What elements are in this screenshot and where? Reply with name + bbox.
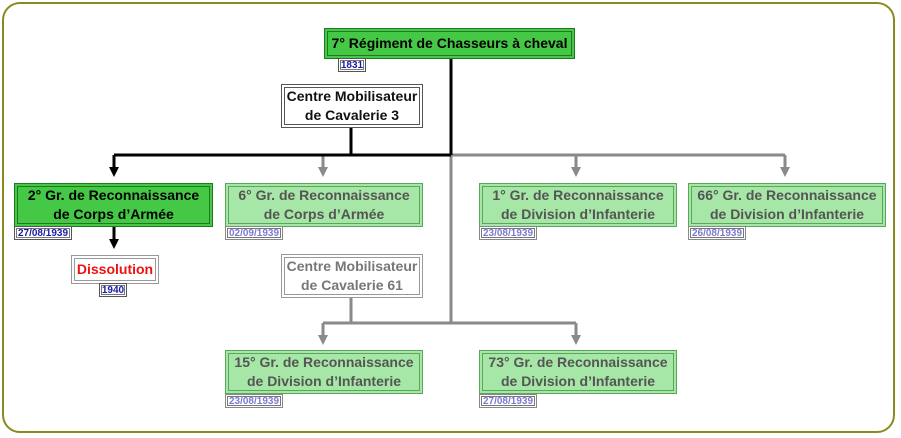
node-dissolution-label: Dissolution <box>76 261 154 277</box>
node-cmc3-label: Centre Mobilisateur de Cavalerie 3 <box>286 88 418 123</box>
date-dissolution-text: 1940 <box>101 284 125 296</box>
date-gr6-text: 02/09/1939 <box>228 227 280 239</box>
date-gr66: 26/08/1939 <box>688 226 746 240</box>
node-gr15: 15° Gr. de Reconnaissance de Division d’… <box>225 350 423 394</box>
node-gr15-label: 15° Gr. de Reconnaissance de Division d’… <box>234 354 414 389</box>
date-gr6: 02/09/1939 <box>225 226 283 240</box>
date-gr15: 23/08/1939 <box>225 394 283 408</box>
date-gr73-text: 27/08/1939 <box>482 395 534 407</box>
node-dissolution: Dissolution <box>71 255 159 284</box>
date-gr2-text: 27/08/1939 <box>17 227 69 239</box>
date-regiment: 1831 <box>338 58 366 72</box>
date-gr66-text: 26/08/1939 <box>691 227 743 239</box>
node-cmc3: Centre Mobilisateur de Cavalerie 3 <box>281 84 423 128</box>
node-gr66-label: 66° Gr. de Reconnaissance de Division d’… <box>697 187 877 222</box>
date-gr1: 23/08/1939 <box>479 226 537 240</box>
node-gr2-label: 2° Gr. de Reconnaissance de Corps d’Armé… <box>27 187 200 222</box>
node-gr6-label: 6° Gr. de Reconnaissance de Corps d’Armé… <box>238 187 410 222</box>
node-gr1: 1° Gr. de Reconnaissance de Division d’I… <box>479 183 677 227</box>
date-gr2: 27/08/1939 <box>14 226 72 240</box>
node-regiment: 7° Régiment de Chasseurs à cheval <box>324 28 575 59</box>
node-gr73-label: 73° Gr. de Reconnaissance de Division d’… <box>488 354 668 389</box>
node-cmc61-label: Centre Mobilisateur de Cavalerie 61 <box>286 258 418 293</box>
node-cmc61: Centre Mobilisateur de Cavalerie 61 <box>281 254 423 298</box>
node-gr66: 66° Gr. de Reconnaissance de Division d’… <box>688 183 886 227</box>
node-gr2: 2° Gr. de Reconnaissance de Corps d’Armé… <box>14 183 213 227</box>
node-gr1-label: 1° Gr. de Reconnaissance de Division d’I… <box>492 187 664 222</box>
date-dissolution: 1940 <box>99 283 127 297</box>
node-gr6: 6° Gr. de Reconnaissance de Corps d’Armé… <box>225 183 423 227</box>
node-gr73: 73° Gr. de Reconnaissance de Division d’… <box>479 350 677 394</box>
date-regiment-text: 1831 <box>340 59 364 71</box>
date-gr1-text: 23/08/1939 <box>482 227 534 239</box>
date-gr73: 27/08/1939 <box>479 394 537 408</box>
node-regiment-label: 7° Régiment de Chasseurs à cheval <box>331 35 568 51</box>
date-gr15-text: 23/08/1939 <box>228 395 280 407</box>
